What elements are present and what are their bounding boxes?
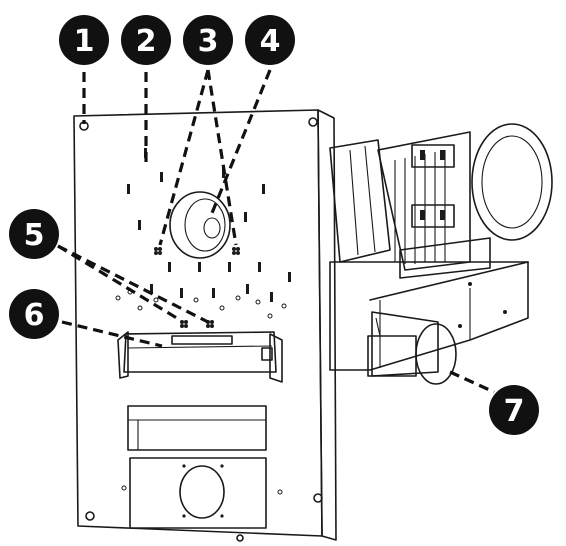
callout-2: 2 [121, 15, 171, 65]
callout-5: 5 [9, 209, 59, 259]
callout-4-label: 4 [260, 24, 281, 59]
corner-hole [313, 493, 323, 503]
side-cylinder [367, 311, 457, 385]
leader-3a [158, 69, 210, 246]
callout-3: 3 [183, 15, 233, 65]
callout-6: 6 [9, 289, 59, 339]
corner-hole [85, 511, 95, 521]
leader-4 [208, 69, 272, 219]
callout-1-label: 1 [74, 24, 95, 59]
motor-assembly [329, 123, 553, 371]
corner-hole [308, 117, 318, 127]
discharge-flap [117, 331, 283, 383]
slot-marks [127, 148, 291, 302]
leader-lines [57, 69, 495, 394]
leader-6 [61, 320, 163, 348]
callout-7-label: 7 [504, 394, 525, 429]
callout-4: 4 [245, 15, 295, 65]
middle-opening [127, 405, 267, 451]
small-holes [115, 289, 287, 495]
callout-1: 1 [59, 15, 109, 65]
leader-5a [57, 244, 181, 322]
leader-5b [57, 244, 209, 324]
front-plate [73, 109, 337, 542]
bolt-cluster [154, 247, 240, 328]
inspection-panel [129, 457, 267, 529]
callout-badges: 1 2 3 4 5 6 7 [9, 15, 539, 435]
leader-7 [449, 370, 495, 394]
leader-3b [206, 69, 238, 246]
callout-3-label: 3 [198, 24, 219, 59]
callout-7: 7 [489, 385, 539, 435]
center-opening [169, 191, 231, 259]
callout-6-label: 6 [24, 298, 45, 333]
callout-5-label: 5 [24, 218, 45, 253]
callout-2-label: 2 [136, 24, 157, 59]
